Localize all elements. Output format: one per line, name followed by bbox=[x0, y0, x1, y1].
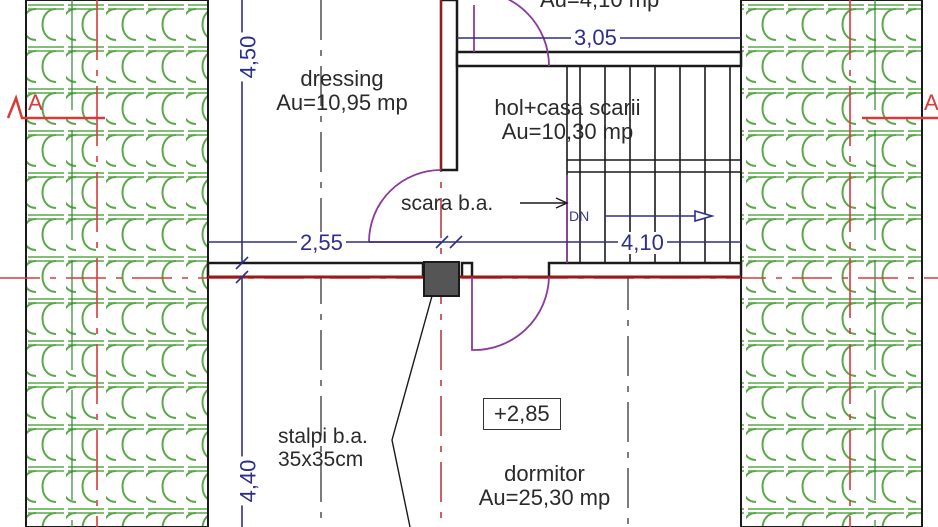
dimension-right-horizontal: 4,10 bbox=[618, 232, 667, 254]
column-leader bbox=[391, 295, 433, 527]
column bbox=[423, 261, 460, 297]
dimension-left-horizontal: 2,55 bbox=[297, 232, 346, 254]
column-note: stalpi b.a. 35x35cm bbox=[278, 425, 368, 471]
room-name: dormitor bbox=[504, 461, 585, 486]
stair-note: scara b.a. bbox=[401, 192, 494, 215]
room-name: dressing bbox=[300, 66, 384, 91]
dimension-upper-vertical: 4,50 bbox=[235, 32, 260, 82]
section-marker-lines bbox=[6, 94, 938, 120]
stairs bbox=[566, 65, 742, 264]
roof-right bbox=[740, 0, 923, 527]
room-area: Au=10,95 mp bbox=[276, 89, 408, 115]
elevation-badge: +2,85 bbox=[483, 398, 561, 430]
dimension-lower-vertical: 4,40 bbox=[235, 456, 260, 506]
room-name: hol+casa scarii bbox=[494, 95, 641, 120]
room-area: Au=10,30 mp bbox=[501, 118, 634, 144]
room-hall-staircase: hol+casa scarii Au=10,30 mp bbox=[475, 96, 660, 144]
column-note-line2: 35x35cm bbox=[278, 447, 364, 471]
dimension-top: 3,05 bbox=[571, 27, 620, 49]
section-marker-right: A bbox=[924, 90, 938, 115]
cut-area-label: Au=4,10 mp bbox=[540, 0, 659, 12]
room-dressing: dressing Au=10,95 mp bbox=[262, 67, 422, 115]
room-area: Au=25,30 mp bbox=[478, 484, 611, 510]
stair-direction-label: DN bbox=[569, 208, 590, 224]
roof-left bbox=[25, 0, 209, 527]
column-note-line1: stalpi b.a. bbox=[278, 425, 368, 448]
section-marker-left: A bbox=[28, 90, 43, 115]
room-bedroom: dormitor Au=25,30 mp bbox=[452, 462, 637, 510]
